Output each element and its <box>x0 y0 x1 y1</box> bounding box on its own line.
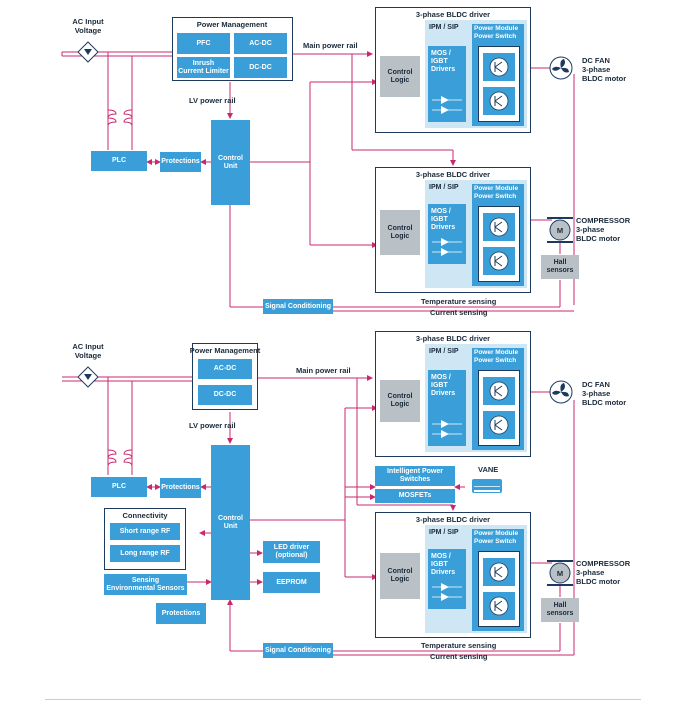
control-logic-1: Control Logic <box>380 56 420 97</box>
mos-igbt-drivers-2: MOS / IGBT Drivers <box>428 204 466 264</box>
compressor-motor-icon <box>547 217 573 243</box>
bldc-driver-1-title: 3-phase BLDC driver <box>415 10 491 19</box>
ipm-sip-1-label: IPM / SIP <box>429 24 459 31</box>
power-switch-card-3 <box>478 370 520 446</box>
pfc-block: PFC <box>177 33 230 54</box>
main-power-rail-label-2: Main power rail <box>296 366 351 375</box>
driver-arrows-icon-1 <box>432 96 462 114</box>
inrush-current-limiter-block: Inrush Current Limiter <box>177 57 230 78</box>
hall-sensors-block-2: Hall sensors <box>541 598 579 622</box>
power-switch-card-1 <box>478 46 520 122</box>
signal-conditioning-block: Signal Conditioning <box>263 299 333 314</box>
transistor-switch-icon-4 <box>483 558 515 620</box>
ac-dc-block-2: AC-DC <box>198 359 252 379</box>
control-unit-block-2: Control Unit <box>211 445 250 600</box>
transistor-switch-icon-1 <box>483 53 515 115</box>
motor-m-label: M <box>556 226 564 235</box>
dc-fan-label-2: DC FAN 3-phase BLDC motor <box>582 380 627 407</box>
compressor-motor-icon-2 <box>547 560 573 586</box>
mos-igbt-drivers-3: MOS / IGBT Drivers <box>428 370 466 446</box>
control-logic-2: Control Logic <box>380 210 420 255</box>
ipm-sip-3-label: IPM / SIP <box>429 348 459 355</box>
transistor-switch-icon-3 <box>483 377 515 439</box>
long-range-rf-block: Long range RF <box>110 545 180 562</box>
driver-arrows-icon-3 <box>432 420 462 438</box>
bldc-driver-4-title: 3-phase BLDC driver <box>415 515 491 524</box>
signal-conditioning-block-2: Signal Conditioning <box>263 643 333 658</box>
driver-arrows-icon-4 <box>432 583 462 601</box>
main-power-rail-label: Main power rail <box>303 41 358 50</box>
short-range-rf-block: Short range RF <box>110 523 180 540</box>
hall-sensors-block: Hall sensors <box>541 255 579 279</box>
eeprom-block: EEPROM <box>263 572 320 593</box>
bldc-driver-3-title: 3-phase BLDC driver <box>415 334 491 343</box>
mos-igbt-drivers-4: MOS / IGBT Drivers <box>428 549 466 609</box>
divider-line <box>45 699 641 700</box>
ac-input-label-2: AC Input Voltage <box>72 342 104 360</box>
lv-power-rail-label: LV power rail <box>189 96 236 105</box>
power-switch-card-2 <box>478 206 520 282</box>
compressor-label-2: COMPRESSOR 3-phase BLDC motor <box>576 559 631 586</box>
control-logic-4: Control Logic <box>380 553 420 599</box>
plc-block-2: PLC <box>91 477 147 497</box>
transistor-switch-icon-2 <box>483 213 515 275</box>
intelligent-power-switches-block: Intelligent Power Switches <box>375 466 455 486</box>
motor-m-label-2: M <box>556 569 564 578</box>
sensing-environmental-block: Sensing Environmental Sensors <box>104 574 187 595</box>
fan-icon-2 <box>549 380 573 404</box>
driver-arrows-icon-2 <box>432 238 462 256</box>
dc-dc-block: DC-DC <box>234 57 287 78</box>
protections-block: Protections <box>160 152 201 172</box>
connectivity-title: Connectivity <box>122 511 168 520</box>
led-driver-block: LED driver (optional) <box>263 541 320 563</box>
fan-icon <box>549 56 573 80</box>
protections-block-3: Protections <box>156 603 206 624</box>
mos-igbt-drivers-1: MOS / IGBT Drivers <box>428 46 466 122</box>
vane-icon <box>472 479 502 493</box>
control-logic-3: Control Logic <box>380 380 420 422</box>
current-sensing-label: Current sensing <box>430 308 488 317</box>
protections-block-2: Protections <box>160 478 201 498</box>
plc-block: PLC <box>91 151 147 171</box>
power-management-title-2: Power Management <box>189 346 261 355</box>
control-unit-block: Control Unit <box>211 120 250 205</box>
dc-dc-block-2: DC-DC <box>198 385 252 405</box>
compressor-label: COMPRESSOR 3-phase BLDC motor <box>576 216 631 243</box>
current-sensing-label-2: Current sensing <box>430 652 488 661</box>
bldc-driver-2-title: 3-phase BLDC driver <box>415 170 491 179</box>
ipm-sip-2-label: IPM / SIP <box>429 184 459 191</box>
ac-input-label: AC Input Voltage <box>72 17 104 35</box>
ipm-sip-4-label: IPM / SIP <box>429 529 459 536</box>
mosfets-block: MOSFETs <box>375 489 455 503</box>
ac-dc-block: AC-DC <box>234 33 287 54</box>
temperature-sensing-label-2: Temperature sensing <box>421 641 497 650</box>
temperature-sensing-label: Temperature sensing <box>421 297 497 306</box>
power-management-title: Power Management <box>196 20 268 29</box>
vane-label: VANE <box>478 465 499 474</box>
power-switch-card-4 <box>478 551 520 627</box>
lv-power-rail-label-2: LV power rail <box>189 421 236 430</box>
dc-fan-label: DC FAN 3-phase BLDC motor <box>582 56 627 83</box>
